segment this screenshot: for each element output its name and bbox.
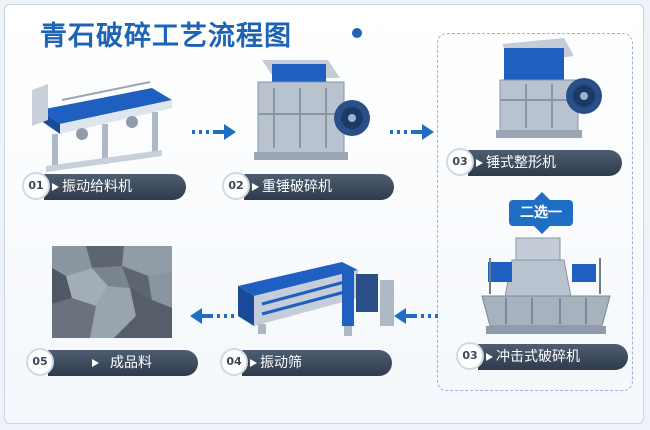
- hammer-shaper-icon: [496, 38, 602, 138]
- step-label: 冲击式破碎机: [496, 349, 580, 365]
- pointer-icon: [486, 353, 493, 361]
- step-label: 振动给料机: [62, 179, 132, 195]
- impact-crusher-icon: [481, 237, 611, 334]
- pointer-icon: [250, 359, 257, 367]
- diagram-title: 青石破碎工艺流程图: [40, 21, 292, 52]
- heavy-hammer-crusher-icon: [254, 60, 370, 160]
- step-label-box: 成品料: [48, 350, 198, 376]
- flow-arrow-1-to-2: [192, 124, 236, 140]
- choice-down-arrow-icon: [534, 226, 550, 234]
- step-label: 振动筛: [260, 355, 302, 371]
- pointer-icon: [92, 359, 99, 367]
- title-dot-icon: [352, 28, 362, 38]
- vibrating-screen-icon: [238, 262, 394, 336]
- vibrating-feeder-icon: [32, 81, 172, 172]
- step-label: 重锤破碎机: [262, 179, 332, 195]
- choice-up-arrow-icon: [534, 192, 550, 200]
- step-label-box: 振动筛: [242, 350, 392, 376]
- step-number: 02: [222, 172, 250, 200]
- step-label: 锤式整形机: [486, 155, 556, 171]
- step-label-box: 锤式整形机: [468, 150, 622, 176]
- finished-stone-icon: [52, 246, 172, 338]
- step-number: 03: [456, 342, 484, 370]
- step-number: 04: [220, 348, 248, 376]
- step-label-box: 重锤破碎机: [244, 174, 394, 200]
- step-number: 01: [22, 172, 50, 200]
- step-label: 成品料: [110, 355, 152, 371]
- step-number: 05: [26, 348, 54, 376]
- optional-machines-group: [437, 33, 633, 391]
- step-label-box: 冲击式破碎机: [478, 344, 628, 370]
- pointer-icon: [476, 159, 483, 167]
- step-label-box: 振动给料机: [44, 174, 186, 200]
- flow-arrow-4-to-5: [190, 308, 234, 324]
- step-number: 03: [446, 148, 474, 176]
- pointer-icon: [252, 183, 259, 191]
- flow-arrow-2-to-3: [390, 124, 434, 140]
- pointer-icon: [52, 183, 59, 191]
- flow-arrow-3-to-4: [394, 308, 438, 324]
- choice-badge: 二选一: [509, 200, 573, 226]
